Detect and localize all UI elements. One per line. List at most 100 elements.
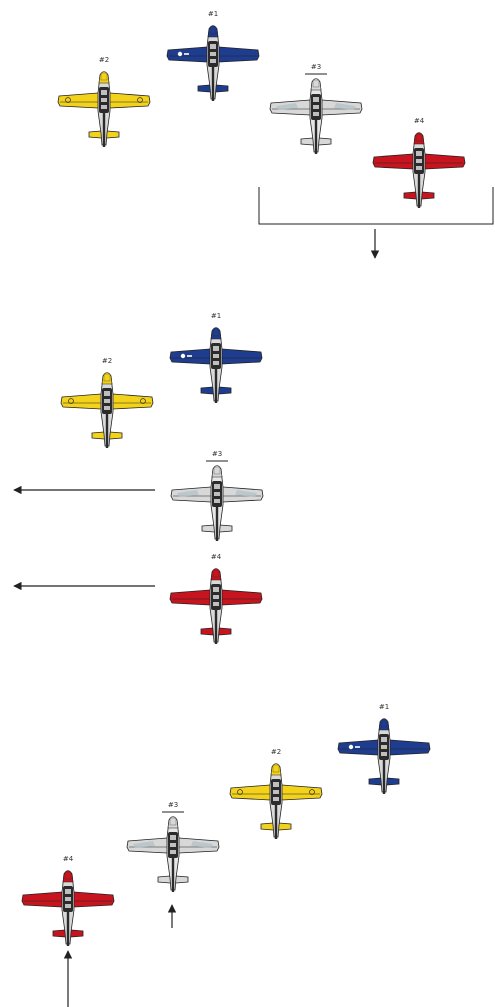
nose-checker	[169, 817, 177, 826]
nose-cowl	[167, 816, 179, 829]
nose-checker	[312, 79, 320, 88]
nose-cowl	[98, 71, 110, 84]
nose-checker	[415, 133, 423, 142]
nose-cowl	[210, 568, 222, 581]
plane-label: #3	[168, 801, 178, 809]
camo-patch	[276, 103, 298, 110]
canopy-1	[273, 782, 279, 787]
canopy-2	[213, 354, 219, 358]
camo-patch	[191, 841, 213, 848]
nose-cowl	[310, 78, 322, 91]
roundel-insignia	[309, 789, 315, 795]
plane-2: #2	[57, 56, 151, 147]
canopy-2	[101, 98, 107, 102]
canopy-3	[65, 904, 71, 908]
canopy-3	[101, 105, 107, 109]
plane-3: #3	[170, 450, 264, 541]
canopy-3	[416, 166, 422, 170]
tail-strip	[66, 912, 70, 946]
camo-patch	[133, 841, 155, 848]
canopy-3	[104, 406, 110, 410]
plane-3: #3	[269, 63, 363, 154]
roundel-insignia	[137, 97, 143, 103]
canopy-2	[273, 790, 279, 794]
nose-cowl	[378, 718, 390, 731]
camo-patch	[334, 103, 356, 110]
tail-strip	[382, 760, 386, 794]
canopy-2	[214, 492, 220, 496]
nose-cowl	[270, 763, 282, 776]
nose-cowl	[413, 132, 425, 145]
canopy-2	[104, 399, 110, 403]
canopy-3	[213, 361, 219, 365]
nose-checker	[209, 26, 217, 35]
canopy-3	[273, 797, 279, 801]
plane-label: #3	[212, 450, 222, 458]
nose-checker	[272, 764, 280, 773]
star-insignia	[348, 744, 354, 750]
nose-checker	[380, 719, 388, 728]
roundel-insignia	[237, 789, 243, 795]
nose-cowl	[211, 465, 223, 478]
canopy-3	[214, 499, 220, 503]
insignia-bar	[355, 746, 360, 748]
canopy-1	[213, 346, 219, 351]
canopy-1	[416, 151, 422, 156]
plane-4: #4	[372, 117, 466, 208]
canopy-2	[170, 843, 176, 847]
plane-4: #4	[169, 553, 263, 644]
nose-checker	[100, 72, 108, 81]
roundel-insignia	[140, 398, 146, 404]
insignia-bar	[184, 53, 189, 55]
plane-1: #1	[169, 312, 263, 403]
plane-label: #3	[311, 63, 321, 71]
plane-label: #2	[99, 56, 109, 64]
canopy-1	[313, 97, 319, 102]
plane-label: #2	[102, 357, 112, 365]
plane-1: #1	[337, 703, 431, 794]
canopy-2	[416, 159, 422, 163]
nose-checker	[103, 373, 111, 382]
canopy-2	[65, 897, 71, 901]
canopy-1	[381, 737, 387, 742]
plane-label: #1	[211, 312, 221, 320]
star-insignia	[180, 353, 186, 359]
tail-strip	[314, 120, 318, 154]
canopy-1	[213, 587, 219, 592]
tail-strip	[102, 113, 106, 147]
canopy-2	[210, 52, 216, 56]
canopy-3	[170, 850, 176, 854]
canopy-2	[213, 595, 219, 599]
nose-cowl	[207, 25, 219, 38]
nose-checker	[64, 871, 72, 880]
nose-checker	[213, 466, 221, 475]
camo-patch	[235, 490, 257, 497]
roundel-insignia	[65, 97, 71, 103]
canopy-1	[104, 391, 110, 396]
canopy-1	[65, 889, 71, 894]
plane-label: #4	[414, 117, 425, 125]
star-insignia	[177, 51, 183, 57]
nose-checker	[212, 569, 220, 578]
insignia-bar	[187, 355, 192, 357]
tail-strip	[274, 805, 278, 839]
nose-checker	[212, 328, 220, 337]
plane-label: #1	[208, 10, 218, 18]
nose-cowl	[62, 870, 74, 883]
canopy-1	[101, 90, 107, 95]
roundel-insignia	[68, 398, 74, 404]
canopy-2	[381, 745, 387, 749]
tail-strip	[417, 174, 421, 208]
nose-cowl	[210, 327, 222, 340]
canopy-3	[313, 112, 319, 116]
canopy-3	[381, 752, 387, 756]
plane-label: #2	[271, 748, 281, 756]
plane-4: #4	[21, 855, 115, 946]
plane-2: #2	[229, 748, 323, 839]
tail-strip	[215, 507, 219, 541]
plane-1: #1	[166, 10, 260, 101]
canopy-1	[214, 484, 220, 489]
canopy-1	[210, 44, 216, 49]
